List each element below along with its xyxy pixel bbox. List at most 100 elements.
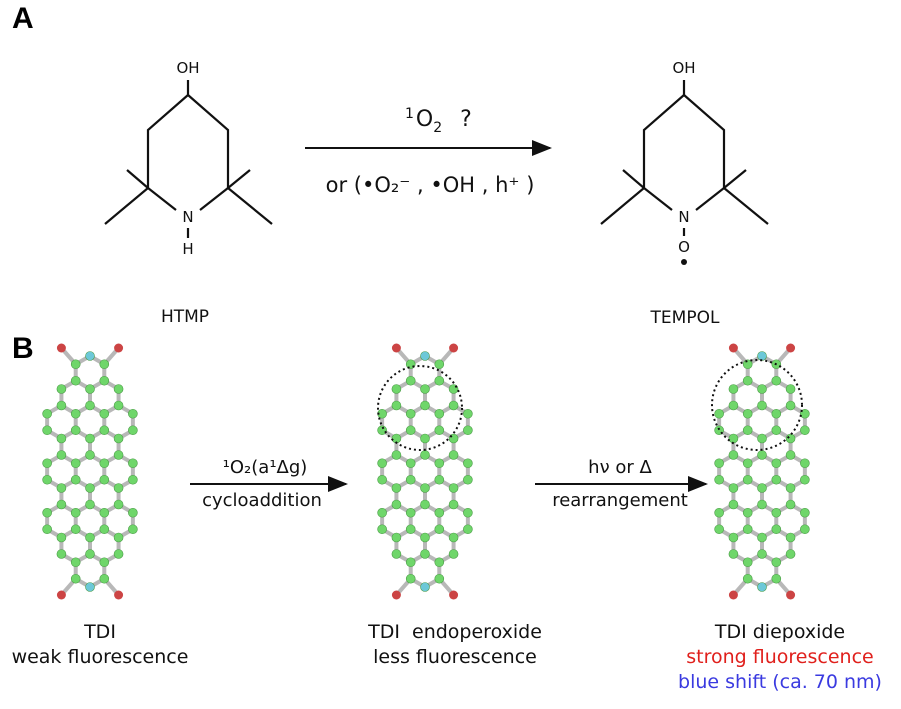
tdi-molecule	[42, 343, 138, 600]
carbon-atom	[463, 458, 473, 469]
panel-label-b: B	[12, 332, 34, 365]
carbon-atom	[377, 474, 387, 485]
carbon-atom	[728, 384, 739, 394]
tempol-label: TEMPOL	[650, 308, 720, 328]
carbon-atom	[42, 425, 52, 436]
carbon-atom	[420, 549, 430, 559]
htmp-label: HTMP	[160, 307, 210, 327]
carbon-atom	[771, 425, 782, 436]
carbon-atom	[420, 483, 430, 493]
carbon-atom	[448, 549, 459, 559]
carbon-atom	[771, 507, 782, 518]
carbon-atom	[377, 507, 387, 518]
carbon-atom	[463, 474, 473, 485]
carbon-atom	[800, 425, 810, 436]
carbon-atom	[85, 384, 95, 394]
endoperoxide-name: TDI endoperoxide	[368, 621, 542, 643]
carbon-atom	[70, 408, 81, 419]
carbon-atom	[728, 532, 739, 543]
carbon-atom	[463, 507, 473, 518]
diepoxide-label: TDI diepoxide strong fluorescence blue s…	[660, 620, 900, 695]
carbon-atom	[771, 375, 782, 386]
carbon-atom	[70, 507, 81, 518]
nitrogen-atom	[420, 351, 430, 361]
carbon-atom	[391, 499, 402, 510]
carbon-atom	[771, 458, 782, 469]
diepoxide-name: TDI diepoxide	[714, 621, 846, 643]
carbon-atom	[99, 557, 110, 568]
htmp-n: N	[182, 208, 193, 226]
carbon-atom	[113, 384, 124, 394]
carbon-atom	[434, 524, 445, 535]
tempol-structure	[600, 80, 769, 236]
carbon-atom	[757, 400, 767, 411]
carbon-atom	[434, 359, 445, 370]
carbon-atom	[99, 458, 110, 469]
carbon-atom	[757, 483, 767, 493]
carbon-atom	[70, 557, 81, 568]
carbon-atom	[742, 507, 753, 518]
carbon-atom	[405, 524, 416, 535]
oxygen-atom	[449, 343, 459, 353]
nitrogen-atom	[85, 582, 95, 592]
carbon-atom	[757, 532, 767, 543]
tdi-name: TDI	[84, 621, 116, 643]
carbon-atom	[448, 433, 459, 444]
carbon-atom	[377, 458, 387, 469]
carbon-atom	[785, 450, 796, 460]
carbon-atom	[128, 458, 138, 469]
carbon-atom	[420, 450, 430, 460]
carbon-atom	[800, 524, 810, 535]
carbon-atom	[99, 408, 110, 419]
tdi-endoperoxide-molecule	[377, 343, 473, 600]
carbon-atom	[420, 400, 430, 411]
carbon-atom	[56, 433, 67, 444]
carbon-atom	[728, 549, 739, 559]
carbon-atom	[434, 458, 445, 469]
carbon-atom	[99, 474, 110, 485]
carbon-atom	[85, 400, 95, 411]
carbon-atom	[714, 524, 724, 535]
carbon-atom	[714, 458, 724, 469]
carbon-atom	[70, 425, 81, 436]
carbon-atom	[377, 524, 387, 535]
carbon-atom	[405, 425, 416, 436]
oxygen-atom	[728, 590, 738, 600]
oxygen-atom	[728, 343, 738, 353]
reaction-site-circle	[377, 365, 463, 451]
oxygen-atom	[114, 590, 124, 600]
carbon-atom	[113, 549, 124, 559]
carbon-atom	[128, 507, 138, 518]
carbon-atom	[757, 433, 767, 444]
endoperoxide-label: TDI endoperoxide less fluorescence	[340, 620, 570, 670]
carbon-atom	[56, 532, 67, 543]
carbon-atom	[448, 450, 459, 460]
carbon-atom	[714, 507, 724, 518]
carbon-atom	[434, 573, 445, 584]
carbon-atom	[771, 408, 782, 419]
tdi-diepoxide-molecule	[714, 343, 810, 600]
carbon-atom	[405, 573, 416, 584]
carbon-atom	[405, 557, 416, 568]
carbon-atom	[85, 450, 95, 460]
carbon-atom	[434, 557, 445, 568]
reaction-site-circle	[711, 359, 803, 451]
panel-label-a: A	[12, 2, 34, 35]
carbon-atom	[405, 507, 416, 518]
htmp-oh: OH	[176, 59, 199, 77]
carbon-atom	[391, 400, 402, 411]
carbon-atom	[113, 450, 124, 460]
carbon-atom	[448, 532, 459, 543]
carbon-atom	[99, 375, 110, 386]
carbon-atom	[785, 483, 796, 493]
carbon-atom	[785, 532, 796, 543]
carbon-atom	[757, 384, 767, 394]
htmp-structure	[104, 80, 273, 238]
nitrogen-atom	[85, 351, 95, 361]
carbon-atom	[42, 408, 52, 419]
oxygen-atom	[114, 343, 124, 353]
carbon-atom	[70, 359, 81, 370]
arrow-b2-below: rearrangement	[552, 490, 688, 511]
strong-fluorescence-text: strong fluorescence	[686, 646, 874, 668]
